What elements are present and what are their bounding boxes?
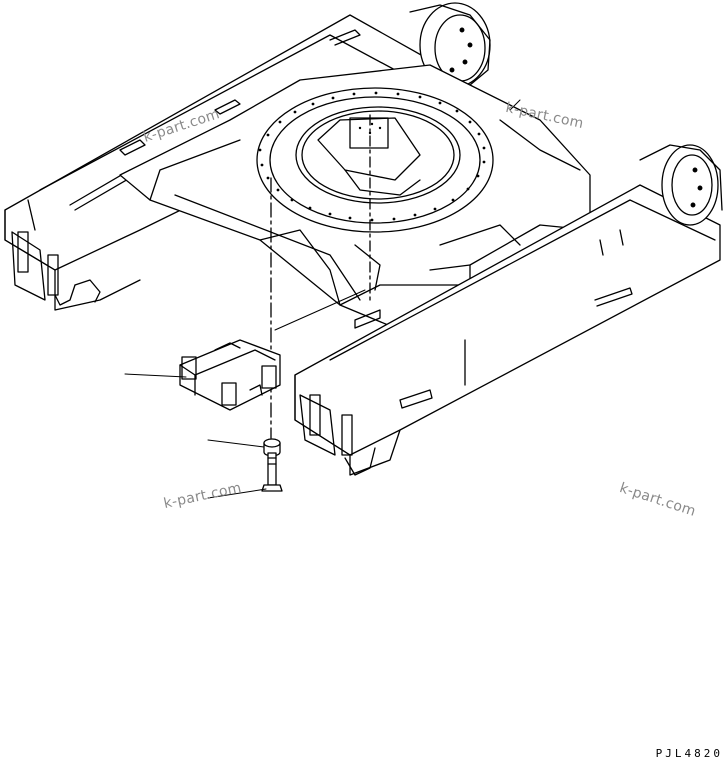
- leader-spacer: [207, 439, 265, 448]
- rear-idler: [409, 2, 491, 88]
- swing-circle-bolt-holes: [258, 91, 486, 222]
- track-guard-part: [179, 339, 281, 411]
- bolt-part: [261, 452, 283, 492]
- leader-bolt: [207, 488, 267, 499]
- front-idler: [639, 144, 723, 226]
- swing-circle: [256, 87, 494, 233]
- drawing-code: PJL4820: [655, 747, 723, 760]
- right-side-frame: [294, 184, 721, 476]
- leader-track-guard: [124, 373, 187, 378]
